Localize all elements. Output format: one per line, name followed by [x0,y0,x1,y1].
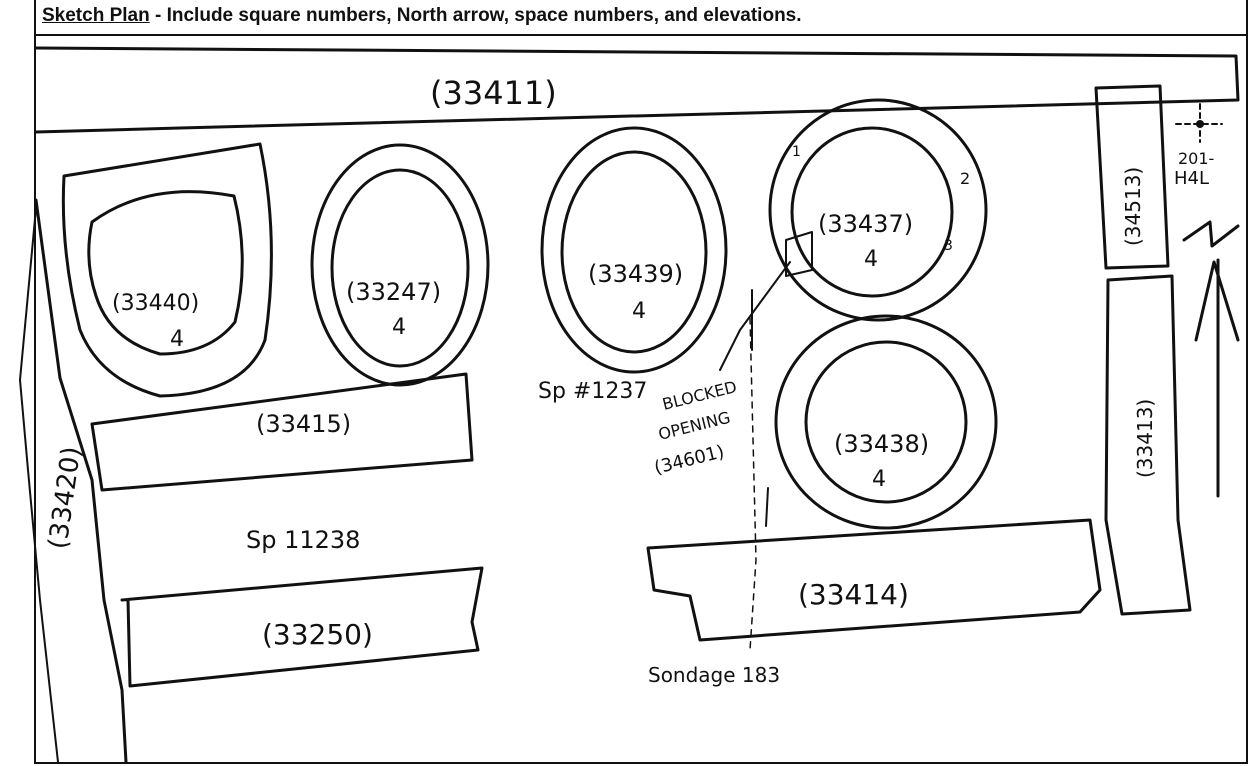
feature-33440-outer [61,142,273,398]
feature-33437-inner [790,126,954,298]
point-number-1: 1 [792,144,801,160]
feature-33438-outer [774,314,998,530]
feature-33247-inner [330,168,470,368]
feature-33440-label: (33440) [112,291,199,316]
wall-34513-label: (34513) [1121,167,1145,246]
wall-33250-label: (33250) [262,618,373,651]
wall-33420-outline [34,198,128,764]
feature-33438-label: (33438) [834,430,929,458]
feature-33247-outer [310,143,490,387]
feature-33439-inner [560,150,708,354]
grid-point-dot [1196,120,1204,128]
wall-33414-outline [646,518,1102,642]
feature-33439-level: 4 [632,299,646,324]
header-band [34,0,1248,36]
sondage-label: Sondage 183 [648,663,780,687]
wall-33420-label: (33420) [43,445,87,551]
feature-33439-label: (33439) [588,260,683,288]
space-11238-label: Sp 11238 [246,526,360,554]
feature-33437-level: 4 [864,247,878,272]
grid-point-label-2: H4L [1174,168,1209,189]
wall-33413-outline [1104,274,1192,616]
wall-33413-label: (33413) [1133,399,1157,478]
point-number-3: 3 [944,238,953,254]
north-arrow-head [1194,260,1240,342]
north-arrow-mark [1182,220,1240,248]
header-title: Sketch Plan - Include square numbers, No… [42,5,802,27]
wall-33415-label: (33415) [256,410,351,438]
wall-33414-label: (33414) [798,578,909,611]
header-title-label: Sketch Plan [42,5,150,26]
sondage-line [749,317,757,651]
blocked-opening-line3: (34601) [652,441,726,479]
header-title-instructions: - Include square numbers, North arrow, s… [149,5,802,26]
wall-33420-inner [19,207,59,763]
feature-33438-inner [804,340,968,504]
wall-33411-outline [34,46,1240,134]
wall-33411-label: (33411) [430,74,557,112]
wall-34513-outline [1094,84,1170,270]
feature-33438-level: 4 [872,467,886,492]
sheet-frame [34,0,1248,764]
feature-33437-label: (33437) [818,210,913,238]
feature-33440-inner [87,190,244,356]
point-number-2: 2 [960,169,970,188]
blocked-opening-leader [719,261,791,371]
feature-33439-outer [540,126,728,374]
grid-point-label-1: 201- [1178,149,1214,168]
sondage-tick-b [765,487,769,527]
wall-33250-outline [120,566,484,688]
feature-33440-level: 4 [170,327,184,352]
wall-33415-outline [90,372,474,492]
feature-33437-outer [768,98,988,322]
feature-33247-label: (33247) [346,278,441,306]
blocked-opening-hatch [785,231,813,277]
feature-33247-level: 4 [392,315,406,340]
space-1237-label: Sp #1237 [538,379,647,404]
